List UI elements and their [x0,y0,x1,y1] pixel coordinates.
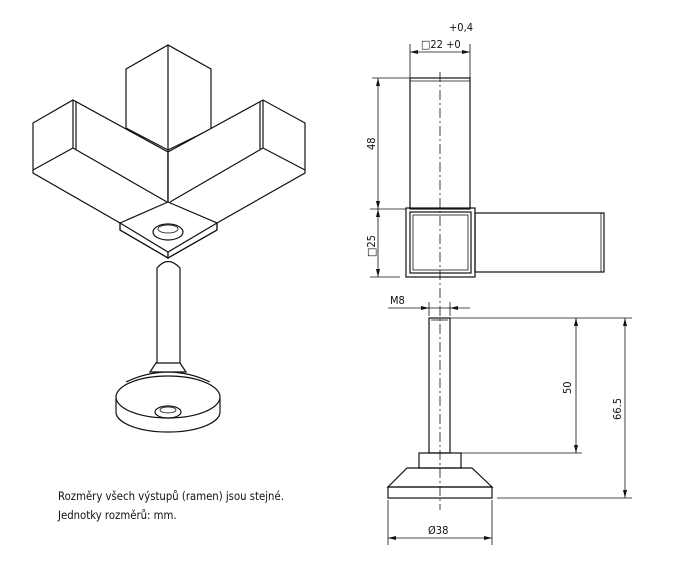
dim-stem-length: 50 [561,381,574,394]
base-plate [118,201,219,259]
leveling-foot [115,260,221,433]
vertical-arm [125,44,212,151]
dim-tube-length: 48 [365,137,378,150]
dim-block-size: □25 [365,235,378,257]
dim-base-diameter: Ø38 [428,524,448,537]
dim-total-height: 66.5 [611,398,624,420]
mount-hole [152,223,184,241]
note-units: Jednotky rozměrů: mm. [58,508,177,522]
isometric-view [32,44,306,433]
note-arms-equal: Rozměry všech výstupů (ramen) jsou stejn… [58,489,284,503]
front-view-connector [370,44,605,278]
dim-tube-size: □22 +0 [421,38,461,51]
front-view-foot [386,302,632,545]
dim-thread: M8 [390,294,405,307]
foot-hole [154,405,182,419]
dim-tol-upper: +0,4 [449,21,473,34]
